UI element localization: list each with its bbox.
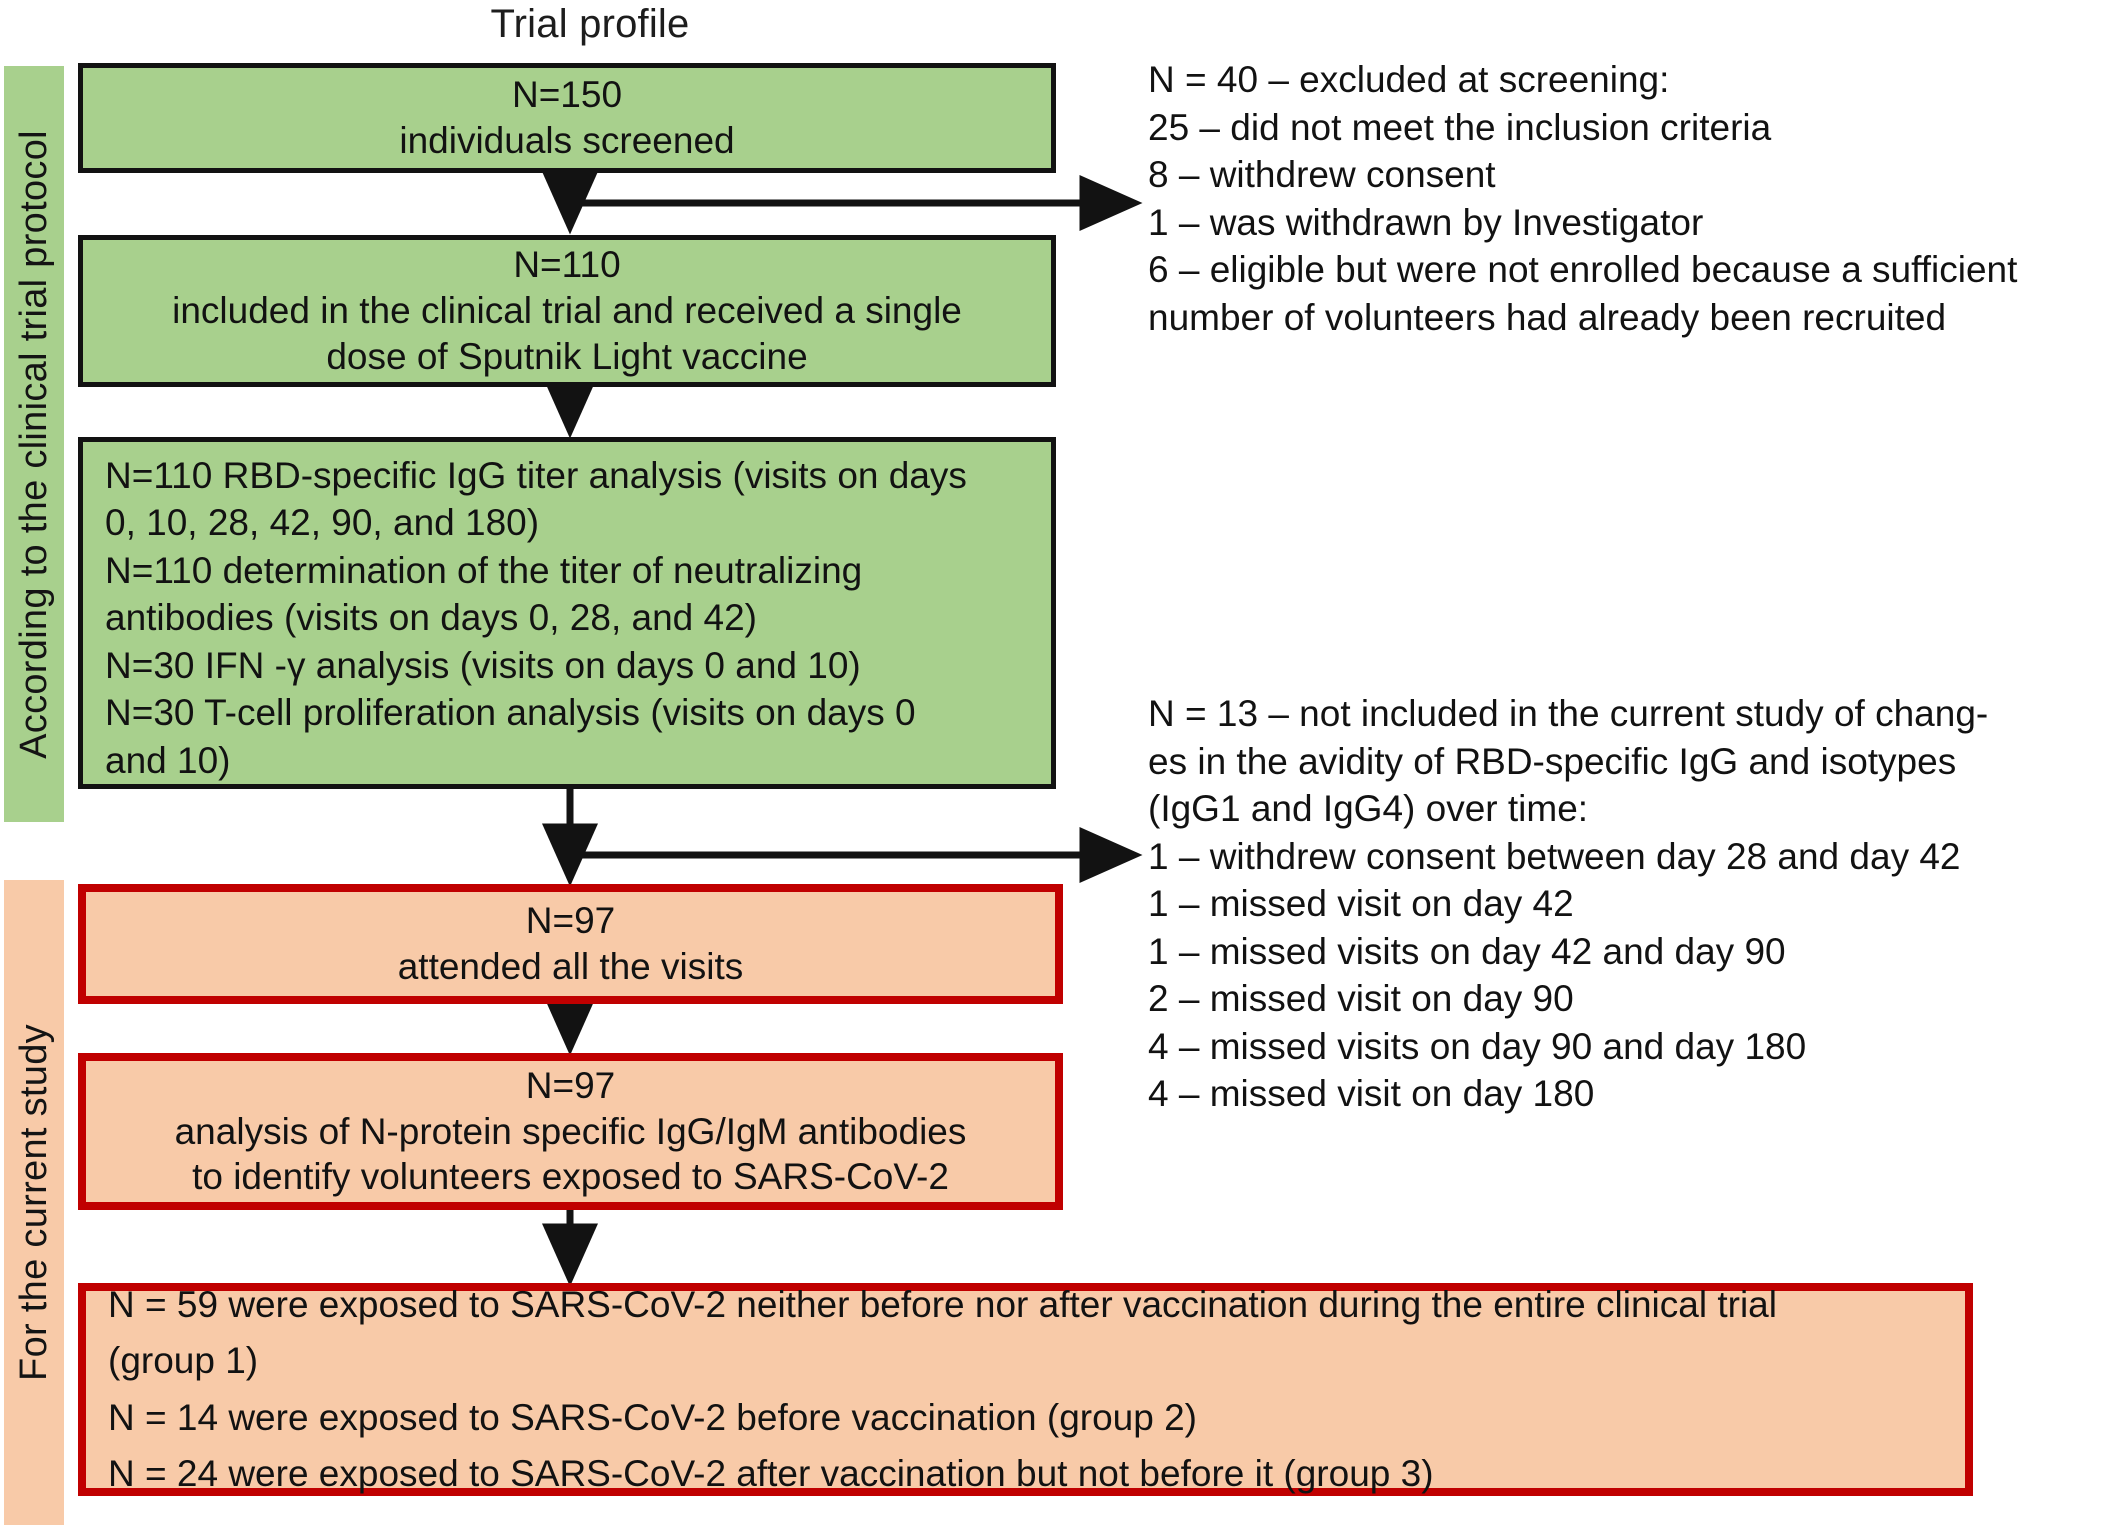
note-excluded-line-8: 4 – missed visits on day 90 and day 180 (1148, 1025, 1807, 1067)
node-exposure-groups: N = 59 were exposed to SARS-CoV-2 neithe… (78, 1283, 1973, 1496)
phase-bar-clinical-trial-protocol: According to the clinical trial protocol (4, 66, 64, 822)
node-attended-all-visits: N=97 attended all the visits (78, 884, 1063, 1004)
phase-label-current-study: For the current study (12, 1024, 55, 1381)
note-excluded-line-3: (IgG1 and IgG4) over time: (1148, 788, 1589, 830)
node-included: N=110 included in the clinical trial and… (78, 235, 1056, 387)
note-screening-line-5: 6 – eligible but were not enrolled becau… (1148, 249, 2018, 291)
node-attended-line-2: attended all the visits (397, 946, 744, 987)
node-nprotein-analysis: N=97 analysis of N-protein specific IgG/… (78, 1053, 1063, 1210)
note-study-exclusions: N = 13 – not included in the current stu… (1148, 690, 2108, 1118)
node-groups-line-1: N = 59 were exposed to SARS-CoV-2 neithe… (108, 1284, 1777, 1326)
note-excluded-line-6: 1 – missed visits on day 42 and day 90 (1148, 930, 1786, 972)
node-analyses-line-5: N=30 IFN -γ analysis (visits on days 0 a… (105, 644, 861, 686)
node-screened-line-1: N=150 (511, 74, 623, 116)
note-screening-line-4: 1 – was withdrawn by Investigator (1148, 201, 1704, 243)
node-attended-line-1: N=97 (525, 900, 616, 942)
note-screening-line-2: 25 – did not meet the inclusion criteria (1148, 106, 1772, 148)
node-groups-line-2: (group 1) (108, 1340, 259, 1382)
node-nprotein-line-1: N=97 (525, 1064, 616, 1106)
node-analyses-line-6: N=30 T-cell proliferation analysis (visi… (105, 692, 916, 734)
node-screened-line-2: individuals screened (399, 120, 735, 161)
note-screening-line-3: 8 – withdrew consent (1148, 154, 1496, 196)
node-included-line-3: dose of Sputnik Light vaccine (326, 335, 808, 377)
note-screening-line-6: number of volunteers had already been re… (1148, 296, 1947, 338)
phase-label-clinical-trial-protocol: According to the clinical trial protocol (12, 129, 55, 759)
node-included-line-2: included in the clinical trial and recei… (172, 290, 962, 332)
note-excluded-line-9: 4 – missed visit on day 180 (1148, 1073, 1595, 1115)
node-groups-line-4: N = 24 were exposed to SARS-CoV-2 after … (108, 1452, 1434, 1494)
node-analyses-line-1: N=110 RBD-specific IgG titer analysis (v… (105, 454, 967, 496)
page-title: Trial profile (490, 2, 690, 46)
node-nprotein-line-2: analysis of N-protein specific IgG/IgM a… (174, 1110, 967, 1152)
note-excluded-line-2: es in the avidity of RBD-specific IgG an… (1148, 740, 1957, 782)
note-excluded-line-5: 1 – missed visit on day 42 (1148, 883, 1574, 925)
note-excluded-line-7: 2 – missed visit on day 90 (1148, 978, 1574, 1020)
note-screening-line-1: N = 40 – excluded at screening: (1148, 59, 1670, 100)
note-screening-exclusions: N = 40 – excluded at screening: 25 – did… (1148, 56, 2108, 341)
note-excluded-line-1: N = 13 – not included in the current stu… (1148, 693, 1989, 734)
phase-bar-current-study: For the current study (4, 880, 64, 1525)
node-screened: N=150 individuals screened (78, 63, 1056, 173)
note-excluded-line-4: 1 – withdrew consent between day 28 and … (1148, 835, 1961, 877)
node-analyses-line-3: N=110 determination of the titer of neut… (105, 549, 863, 591)
node-analyses-line-2: 0, 10, 28, 42, 90, and 180) (105, 502, 540, 544)
node-nprotein-line-3: to identify volunteers exposed to SARS-C… (192, 1156, 949, 1198)
node-analyses-line-7: and 10) (105, 739, 231, 781)
node-analyses-line-4: antibodies (visits on days 0, 28, and 42… (105, 597, 757, 639)
node-included-line-1: N=110 (513, 244, 621, 286)
node-groups-line-3: N = 14 were exposed to SARS-CoV-2 before… (108, 1396, 1198, 1438)
node-analyses: N=110 RBD-specific IgG titer analysis (v… (78, 437, 1056, 789)
